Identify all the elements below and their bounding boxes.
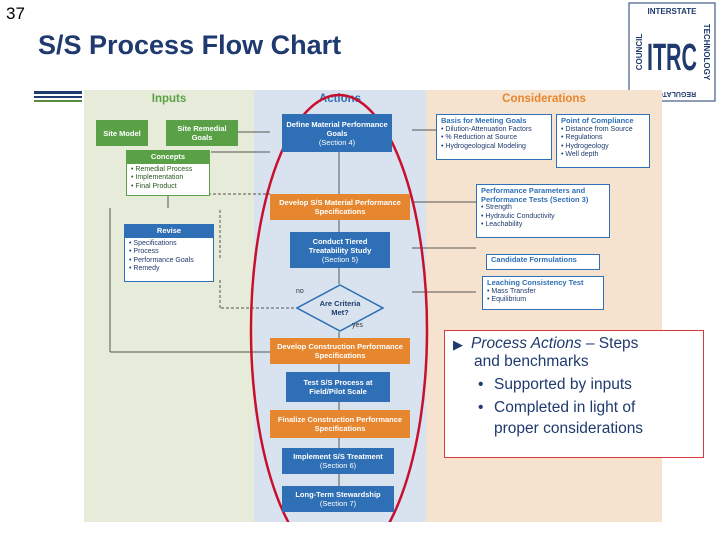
process-flow-chart: Inputs Actions Considerations: [84, 90, 662, 522]
title-underline: [34, 91, 82, 94]
implement-box: Implement S/S Treatment(Section 6): [282, 448, 394, 474]
callout-lead-italic: Process Actions: [471, 335, 582, 352]
logo-ring-top: INTERSTATE: [647, 7, 697, 16]
finalize-box: Finalize Construction Performance Specif…: [270, 410, 410, 438]
considerations-heading: Considerations: [502, 93, 586, 105]
compliance-box: Point of Compliance • Distance from Sour…: [556, 114, 650, 168]
itrc-logo: INTERSTATE COUNCIL TECHNOLOGY REGULATORY…: [628, 2, 716, 102]
revise-box: Revise • Specifications • Process • Perf…: [124, 224, 214, 282]
basis-box: Basis for Meeting Goals • Dilution-Atten…: [436, 114, 552, 160]
criteria-decision: [296, 284, 384, 332]
highlight-ellipse: [249, 93, 429, 522]
arrow-bullet-icon: ▶: [453, 337, 463, 352]
callout-line2: and benchmarks: [474, 353, 589, 370]
test-process-box: Test S/S Process at Field/Pilot Scale: [286, 372, 390, 402]
tiered-study-box: Conduct Tiered Treatability Study(Sectio…: [290, 232, 390, 268]
define-goals-box: Define Material Performance Goals(Sectio…: [282, 114, 392, 152]
logo-ring-left: COUNCIL: [635, 34, 644, 71]
site-remedial-goals-box: Site Remedial Goals: [166, 120, 238, 146]
site-model-box: Site Model: [96, 120, 148, 146]
candidate-box: Candidate Formulations: [486, 254, 600, 270]
develop-construction-box: Develop Construction Performance Specifi…: [270, 338, 410, 364]
logo-letters: ITRC: [647, 37, 697, 79]
inputs-heading: Inputs: [151, 93, 187, 105]
callout-bullet: Supported by inputs: [474, 373, 695, 396]
callout-lead-rest: – Steps: [581, 335, 639, 352]
stewardship-box: Long-Term Stewardship(Section 7): [282, 486, 394, 512]
title-underline: [34, 96, 82, 98]
process-actions-callout: ▶ Process Actions – Steps and benchmarks…: [444, 330, 704, 458]
criteria-label: Are Criteria Met?: [319, 299, 361, 317]
title-underline: [34, 100, 82, 102]
page-title: S/S Process Flow Chart: [38, 30, 342, 60]
logo-ring-right: TECHNOLOGY: [702, 24, 711, 81]
logo-ring-bottom: REGULATORY: [648, 90, 696, 97]
yes-label: yes: [352, 322, 363, 329]
parameters-box: Performance Parameters and Performance T…: [476, 184, 610, 238]
callout-bullets: Supported by inputs Completed in light o…: [474, 373, 695, 438]
concepts-box: Concepts • Remedial Process • Implementa…: [126, 150, 210, 196]
slide-number: 37: [6, 4, 25, 23]
leaching-box: Leaching Consistency Test • Mass Transfe…: [482, 276, 604, 310]
no-label: no: [296, 288, 304, 295]
develop-specs-box: Develop S/S Material Performance Specifi…: [270, 194, 410, 220]
